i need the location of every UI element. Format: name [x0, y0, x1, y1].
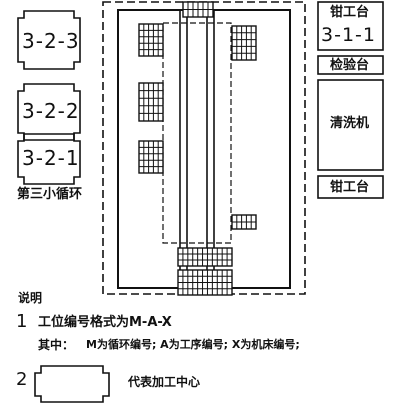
pallet-bottom-1	[177, 247, 233, 267]
cell-label-3-2-3: 3-2-3	[22, 29, 80, 53]
pallet-right-bottom	[231, 214, 257, 230]
legend-item1-detail-prefix: 其中：	[38, 338, 75, 352]
pallet-top	[182, 1, 214, 18]
cell-label-3-2-1: 3-2-1	[22, 146, 80, 170]
legend-machining-center-symbol	[34, 365, 110, 403]
machining-center-3-2-3	[17, 10, 81, 70]
pallet-stations	[138, 1, 257, 296]
pallet-left-3	[138, 140, 164, 174]
legend-item2-number: 2	[16, 369, 29, 390]
bench-bottom-box	[317, 175, 384, 199]
loop-label: 第三小循环	[17, 187, 83, 202]
machining-center-3-2-2	[17, 83, 81, 141]
pallet-left-1	[138, 23, 164, 57]
inner-dashed-path	[162, 22, 232, 244]
inspection-label: 检验台	[330, 58, 370, 73]
cell-label-3-2-2: 3-2-2	[22, 99, 80, 123]
machining-center-3-2-1	[17, 133, 81, 185]
washer-box	[317, 79, 384, 171]
legend-item2-text: 代表加工中心	[128, 375, 201, 389]
legend-item1-detail: M为循环编号; A为工序编号; X为机床编号;	[86, 338, 300, 351]
bench-top-code: 3-1-1	[321, 24, 376, 46]
pallet-bottom-2	[177, 269, 233, 296]
washer-label: 清洗机	[330, 116, 370, 131]
bench-bottom-label: 钳工台	[330, 180, 370, 195]
legend-item1-number: 1	[16, 311, 29, 332]
legend-heading: 说明	[18, 291, 43, 305]
pallet-right-top	[231, 25, 257, 61]
bench-3-1-1-box	[317, 1, 384, 51]
pallet-left-2	[138, 82, 164, 122]
inspection-table-box	[317, 55, 384, 75]
bench-top-label: 钳工台	[330, 5, 370, 20]
legend-item1-text: 工位编号格式为M-A-X	[38, 315, 172, 330]
